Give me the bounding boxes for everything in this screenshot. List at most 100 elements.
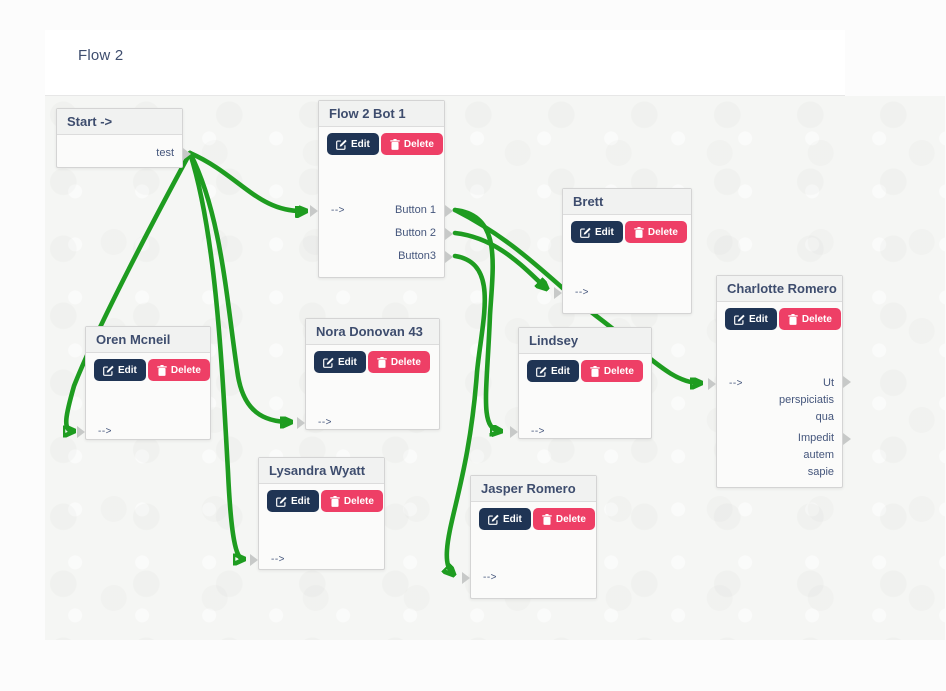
delete-button-label: Delete: [390, 356, 421, 368]
delete-button-label: Delete: [801, 313, 832, 325]
input-port[interactable]: [250, 554, 258, 566]
input-port-label: -->: [531, 426, 545, 437]
delete-button[interactable]: Delete: [147, 359, 210, 381]
output-port[interactable]: [183, 148, 191, 160]
delete-button[interactable]: Delete: [367, 351, 430, 373]
page-title: Flow 2: [78, 47, 124, 64]
edit-button-label: Edit: [351, 138, 370, 150]
output-port-label: Impedit autem sapie: [797, 432, 834, 478]
node-jasper-romero[interactable]: Jasper Romero Edit Delete -->: [462, 475, 597, 599]
input-port-label: -->: [98, 426, 112, 437]
edit-pencil-icon: [536, 366, 547, 377]
node-nora-donovan[interactable]: Nora Donovan 43 Edit Delete -->: [297, 318, 440, 430]
input-port-label: -->: [331, 205, 345, 216]
input-port-label: -->: [575, 287, 589, 298]
flow-header-card: Flow 2: [45, 30, 845, 96]
node-title: Brett: [563, 189, 691, 215]
connection-test-to-nora-donovan[interactable]: [187, 150, 290, 422]
edit-button[interactable]: Edit: [327, 133, 379, 155]
node-charlotte-romero[interactable]: Charlotte Romero Edit Delete --> Ut pers…: [708, 275, 851, 488]
delete-button-label: Delete: [555, 513, 586, 525]
connection-button2-to-brett[interactable]: [452, 230, 546, 288]
output-port-label: test: [156, 147, 174, 159]
delete-button[interactable]: Delete: [320, 490, 383, 512]
node-title: Nora Donovan 43: [306, 319, 439, 345]
output-port[interactable]: [445, 205, 453, 217]
node-title: Start ->: [57, 109, 182, 135]
edit-button[interactable]: Edit: [267, 490, 319, 512]
delete-button[interactable]: Delete: [778, 308, 841, 330]
node-flow-2-bot-1[interactable]: Flow 2 Bot 1 Edit Delete --> Button 1 Bu…: [310, 100, 453, 278]
node-title: Jasper Romero: [471, 476, 596, 502]
trash-icon: [330, 495, 340, 507]
node-lindsey[interactable]: Lindsey Edit Delete -->: [510, 327, 652, 439]
node-title: Lindsey: [519, 328, 651, 354]
output-port[interactable]: [445, 228, 453, 240]
output-port[interactable]: [843, 433, 851, 445]
connection-button1-to-charlotte-romero[interactable]: [452, 207, 700, 383]
delete-button[interactable]: Delete: [580, 360, 643, 382]
input-port[interactable]: [77, 426, 85, 438]
edit-pencil-icon: [323, 357, 334, 368]
delete-button-label: Delete: [343, 495, 374, 507]
output-port[interactable]: [445, 251, 453, 263]
edit-button-label: Edit: [118, 364, 137, 376]
edit-button-label: Edit: [338, 356, 357, 368]
delete-button-label: Delete: [403, 138, 434, 150]
node-title: Oren Mcneil: [86, 327, 210, 353]
edit-pencil-icon: [336, 139, 347, 150]
delete-button[interactable]: Delete: [532, 508, 595, 530]
edit-pencil-icon: [103, 365, 114, 376]
input-port[interactable]: [462, 572, 470, 584]
node-oren-mcneil[interactable]: Oren Mcneil Edit Delete -->: [77, 326, 211, 440]
edit-button-label: Edit: [291, 495, 310, 507]
output-port-label: Button 1: [395, 204, 436, 216]
input-port[interactable]: [297, 417, 305, 429]
input-port-label: -->: [729, 378, 743, 389]
node-title: Flow 2 Bot 1: [319, 101, 444, 127]
input-port-label: -->: [318, 417, 332, 428]
input-port-label: -->: [271, 554, 285, 565]
edit-pencil-icon: [734, 314, 745, 325]
node-brett[interactable]: Brett Edit Delete -->: [554, 188, 692, 314]
node-start[interactable]: Start -> test: [56, 108, 191, 168]
output-port-label: Button3: [398, 250, 436, 262]
input-port-label: -->: [483, 572, 497, 583]
edit-pencil-icon: [276, 496, 287, 507]
input-port[interactable]: [554, 287, 562, 299]
edit-button[interactable]: Edit: [314, 351, 366, 373]
delete-button-label: Delete: [647, 226, 678, 238]
trash-icon: [788, 313, 798, 325]
connection-test-to-flow-2-bot-1[interactable]: [187, 150, 305, 211]
trash-icon: [377, 356, 387, 368]
input-port[interactable]: [310, 205, 318, 217]
edit-button[interactable]: Edit: [479, 508, 531, 530]
edit-button[interactable]: Edit: [94, 359, 146, 381]
trash-icon: [390, 138, 400, 150]
delete-button[interactable]: Delete: [380, 133, 443, 155]
edit-pencil-icon: [488, 514, 499, 525]
delete-button-label: Delete: [170, 364, 201, 376]
node-lysandra-wyatt[interactable]: Lysandra Wyatt Edit Delete -->: [250, 457, 385, 570]
node-title: Charlotte Romero: [717, 276, 842, 302]
edit-button-label: Edit: [595, 226, 614, 238]
input-port[interactable]: [708, 378, 716, 390]
trash-icon: [542, 513, 552, 525]
edit-button-label: Edit: [551, 365, 570, 377]
output-port-label: Button 2: [395, 227, 436, 239]
delete-button-label: Delete: [603, 365, 634, 377]
edit-button-label: Edit: [503, 513, 522, 525]
connection-button3-to-jasper-romero[interactable]: [447, 253, 488, 574]
output-port[interactable]: [843, 376, 851, 388]
input-port[interactable]: [510, 426, 518, 438]
edit-pencil-icon: [580, 227, 591, 238]
trash-icon: [590, 365, 600, 377]
node-title: Lysandra Wyatt: [259, 458, 384, 484]
connection-test-to-lysandra-wyatt[interactable]: [187, 150, 243, 559]
edit-button[interactable]: Edit: [725, 308, 777, 330]
edit-button[interactable]: Edit: [527, 360, 579, 382]
delete-button[interactable]: Delete: [624, 221, 687, 243]
trash-icon: [634, 226, 644, 238]
edit-button[interactable]: Edit: [571, 221, 623, 243]
edit-button-label: Edit: [749, 313, 768, 325]
